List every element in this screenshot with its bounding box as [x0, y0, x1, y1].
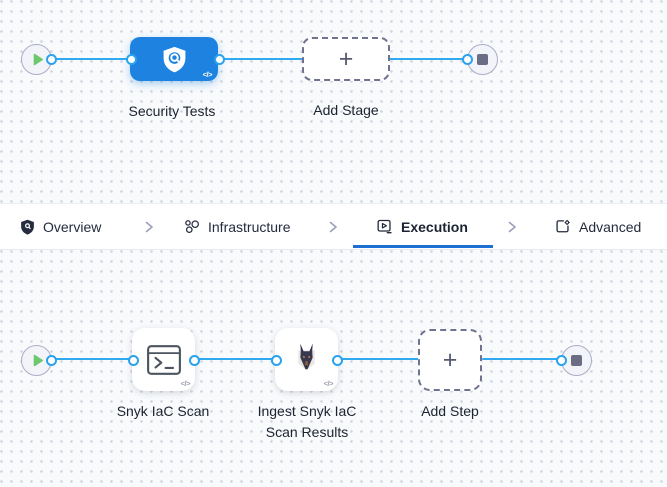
- step-connector-line: [51, 358, 134, 360]
- tab-label: Execution: [401, 218, 468, 235]
- step-label: Ingest Snyk IaC Scan Results: [257, 403, 357, 440]
- tab-advanced[interactable]: Advanced: [555, 204, 641, 249]
- stage-connector-line: [51, 58, 133, 60]
- step-label: Snyk IaC Scan: [116, 403, 210, 419]
- chevron-right-icon: [326, 220, 340, 234]
- add-step-button[interactable]: +: [418, 329, 482, 391]
- connector-port: [331, 354, 343, 366]
- tab-label: Infrastructure: [208, 218, 291, 235]
- tab-label: Overview: [43, 218, 102, 235]
- shield-icon: [21, 219, 34, 235]
- chevron-right-icon: [505, 220, 519, 234]
- step-connector-line: [337, 358, 419, 360]
- stage-node-security-tests[interactable]: </>: [130, 37, 218, 81]
- connector-port: [270, 354, 282, 366]
- connector-port: [45, 53, 57, 65]
- add-stage-label: Add Stage: [313, 102, 379, 118]
- plus-icon: +: [442, 345, 458, 374]
- chevron-right-icon: [142, 220, 156, 234]
- stage-label: Security Tests: [128, 103, 216, 119]
- add-step-label: Add Step: [421, 403, 479, 419]
- file-gear-icon: [556, 219, 570, 233]
- active-tab-underline: [353, 245, 493, 248]
- step-node-snyk-iac-scan[interactable]: </>: [132, 328, 195, 391]
- graph-nodes-icon: [185, 220, 200, 234]
- connector-port: [555, 354, 567, 366]
- security-shield-icon: [163, 46, 185, 72]
- snyk-dog-icon: [298, 343, 315, 371]
- step-node-ingest-snyk-results[interactable]: </>: [275, 328, 338, 391]
- play-square-icon: [377, 219, 392, 234]
- code-badge: </>: [180, 379, 191, 388]
- tab-execution[interactable]: Execution: [377, 204, 468, 249]
- stage-config-tabbar: Overview Infrastructure: [0, 203, 667, 250]
- plus-icon: +: [338, 44, 354, 73]
- add-stage-button[interactable]: +: [302, 37, 390, 81]
- play-icon: [33, 354, 43, 367]
- stage-end-node: [467, 44, 498, 75]
- code-badge: </>: [202, 70, 213, 79]
- terminal-icon: [146, 344, 181, 375]
- connector-port: [461, 53, 473, 65]
- stop-icon: [571, 355, 582, 366]
- step-connector-line: [482, 358, 562, 360]
- stage-connector-line: [388, 58, 464, 60]
- tab-infrastructure[interactable]: Infrastructure: [184, 204, 290, 249]
- stage-connector-line: [219, 58, 305, 60]
- play-icon: [33, 53, 43, 66]
- connector-port: [188, 354, 200, 366]
- connector-port: [45, 354, 57, 366]
- connector-port: [213, 53, 225, 65]
- step-connector-line: [194, 358, 277, 360]
- connector-port: [125, 53, 137, 65]
- connector-port: [127, 354, 139, 366]
- stop-icon: [477, 54, 488, 65]
- tab-label: Advanced: [579, 218, 642, 235]
- tab-overview[interactable]: Overview: [20, 204, 101, 249]
- code-badge: </>: [323, 379, 334, 388]
